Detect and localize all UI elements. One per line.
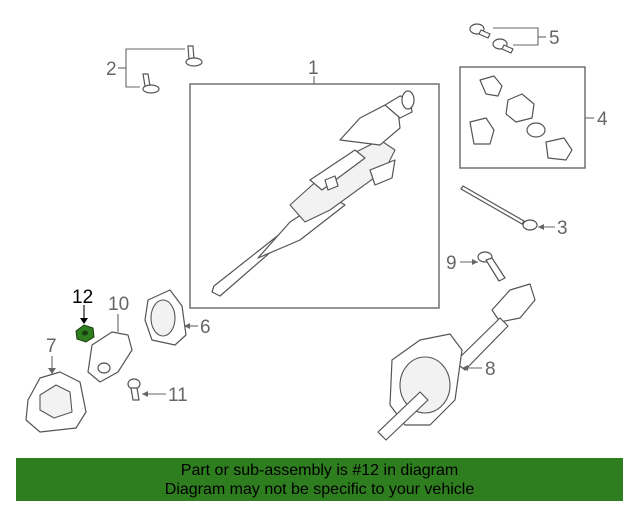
housing-part-7 xyxy=(25,371,87,433)
info-banner: Part or sub-assembly is #12 in diagram D… xyxy=(16,458,623,501)
shroud-part-6 xyxy=(144,289,187,346)
bolt-pair-part-2 xyxy=(142,45,203,94)
callout-2[interactable]: 2 xyxy=(106,59,117,80)
callout-8[interactable]: 8 xyxy=(485,359,496,380)
callout-1[interactable]: 1 xyxy=(308,58,319,79)
callout-11[interactable]: 11 xyxy=(168,385,188,406)
callout-9[interactable]: 9 xyxy=(446,253,457,274)
steering-column-illustration xyxy=(211,90,415,297)
intermediate-shaft-part-8 xyxy=(377,283,536,441)
rod-part-3 xyxy=(460,185,538,231)
callout-12[interactable]: 12 xyxy=(72,287,93,308)
callout-6[interactable]: 6 xyxy=(200,317,211,338)
bolt-part-9 xyxy=(477,251,506,282)
banner-line-1: Part or sub-assembly is #12 in diagram xyxy=(180,462,459,479)
switch-kit-part-4 xyxy=(469,75,573,161)
callout-10[interactable]: 10 xyxy=(108,294,129,315)
callout-5[interactable]: 5 xyxy=(549,28,560,49)
bracket-part-10 xyxy=(87,331,133,383)
callout-4[interactable]: 4 xyxy=(597,109,608,130)
part-2-leader xyxy=(125,48,185,88)
banner-line-2: Diagram may not be specific to your vehi… xyxy=(164,481,475,498)
parts-diagram: 1 2 5 4 xyxy=(25,23,608,441)
callout-7[interactable]: 7 xyxy=(46,336,57,357)
bolt-part-11 xyxy=(127,378,141,401)
screw-pair-part-5 xyxy=(469,23,514,54)
nut-part-12[interactable] xyxy=(75,324,95,343)
callout-3[interactable]: 3 xyxy=(557,218,568,239)
